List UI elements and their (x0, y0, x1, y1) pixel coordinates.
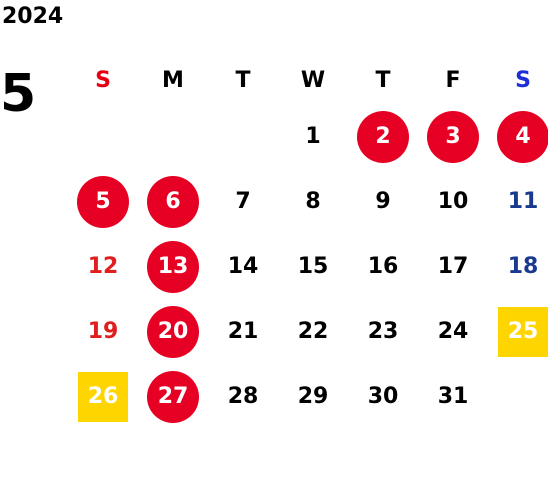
day-number: 17 (437, 254, 469, 279)
day-cell: 6 (138, 169, 208, 234)
day-cell: 24 (418, 299, 488, 364)
weekday-header-saturday: S (515, 67, 531, 93)
year-label: 2024 (2, 4, 64, 29)
day-cell: 1 (278, 104, 348, 169)
day-cell: 18 (488, 234, 548, 299)
day-number: 14 (227, 254, 259, 279)
holiday-circle-marker: 6 (147, 175, 199, 228)
day-cell: 7 (208, 169, 278, 234)
special-day-square-marker: 25 (498, 306, 548, 357)
day-cell (138, 104, 208, 169)
day-number: 18 (507, 254, 539, 279)
day-number: 22 (297, 319, 329, 344)
weekday-header-thursday: T (375, 67, 391, 93)
day-cell: 21 (208, 299, 278, 364)
weekday-header-sunday: S (95, 67, 111, 93)
day-number: 30 (367, 384, 399, 409)
day-cell: 26 (68, 364, 138, 429)
holiday-circle-marker: 20 (147, 305, 199, 358)
holiday-circle-marker: 13 (147, 240, 199, 293)
day-cell: 16 (348, 234, 418, 299)
day-number: 10 (437, 189, 469, 214)
day-cell: 14 (208, 234, 278, 299)
day-number: 8 (305, 189, 321, 214)
day-cell: 8 (278, 169, 348, 234)
weekday-header-tuesday: T (235, 67, 251, 93)
day-cell: 30 (348, 364, 418, 429)
day-cell: 29 (278, 364, 348, 429)
day-number: 21 (227, 319, 259, 344)
weekday-header-friday: F (445, 67, 461, 93)
day-number: 15 (297, 254, 329, 279)
day-number: 12 (87, 254, 119, 279)
day-cell: 12 (68, 234, 138, 299)
day-cell: 25 (488, 299, 548, 364)
day-cell: 10 (418, 169, 488, 234)
day-cell: 27 (138, 364, 208, 429)
day-cell (68, 104, 138, 169)
day-cell: 2 (348, 104, 418, 169)
day-number: 24 (437, 319, 469, 344)
day-number: 7 (235, 189, 251, 214)
holiday-circle-marker: 27 (147, 370, 199, 423)
day-cell: 15 (278, 234, 348, 299)
month-number: 5 (0, 64, 37, 124)
day-cell: 5 (68, 169, 138, 234)
day-number: 31 (437, 384, 469, 409)
day-number: 19 (87, 319, 119, 344)
day-number: 9 (375, 189, 391, 214)
holiday-circle-marker: 4 (497, 110, 548, 163)
day-cell: 17 (418, 234, 488, 299)
day-number: 23 (367, 319, 399, 344)
day-number: 16 (367, 254, 399, 279)
day-cell: 31 (418, 364, 488, 429)
weekday-header-monday: M (162, 67, 184, 93)
day-number: 28 (227, 384, 259, 409)
holiday-circle-marker: 2 (357, 110, 409, 163)
day-cell: 23 (348, 299, 418, 364)
day-cell: 20 (138, 299, 208, 364)
day-cell: 19 (68, 299, 138, 364)
day-cell: 9 (348, 169, 418, 234)
day-cell: 22 (278, 299, 348, 364)
day-cell (208, 104, 278, 169)
holiday-circle-marker: 5 (77, 175, 129, 228)
holiday-circle-marker: 3 (427, 110, 479, 163)
day-cell: 13 (138, 234, 208, 299)
day-number: 29 (297, 384, 329, 409)
special-day-square-marker: 26 (78, 371, 128, 422)
day-cell (488, 364, 548, 429)
day-cell: 4 (488, 104, 548, 169)
day-number: 11 (507, 189, 539, 214)
day-cell: 3 (418, 104, 488, 169)
weekday-header-wednesday: W (300, 67, 326, 93)
day-cell: 11 (488, 169, 548, 234)
day-number: 1 (305, 124, 321, 149)
day-cell: 28 (208, 364, 278, 429)
